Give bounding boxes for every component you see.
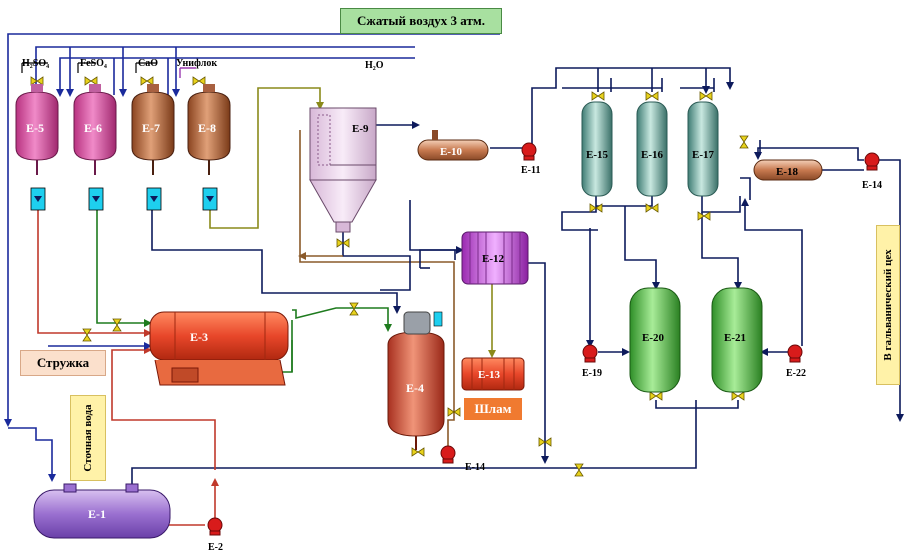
label-e18: E-18 — [776, 166, 799, 178]
label-unifloc: Унифлок — [176, 58, 217, 69]
label-feso4: FeSO₄ — [80, 58, 107, 69]
label-e16: E-16 — [641, 149, 664, 161]
tank-e6 — [73, 84, 117, 211]
column-e21 — [711, 287, 763, 393]
vessel-e10 — [417, 130, 489, 161]
tank-e5 — [15, 84, 59, 211]
chips-label: Стружка — [20, 350, 106, 376]
galvanic-outlet-line — [870, 159, 904, 422]
pump-e22 — [787, 344, 803, 363]
label-e10: E-10 — [440, 146, 463, 158]
reactor-e3 — [149, 311, 289, 386]
label-e4: E-4 — [406, 381, 424, 395]
wastewater-line — [8, 427, 56, 482]
label-e5: E-5 — [26, 121, 44, 135]
vessel-e18 — [753, 159, 823, 181]
label-e15: E-15 — [586, 149, 609, 161]
acid-line — [37, 210, 152, 337]
column-e17 — [687, 101, 719, 197]
e2-to-e3-line — [111, 346, 216, 470]
pumps — [207, 142, 880, 536]
equipment-labels: E-5 E-6 E-7 E-8 E-3 E-4 E-9 E-10 E-11 E-… — [26, 121, 882, 553]
label-e12: E-12 — [482, 253, 505, 265]
galvanic-box: В гальванический цех — [876, 225, 900, 385]
pump-e2 — [207, 517, 223, 536]
to-e21-line — [701, 212, 742, 290]
e12-feed — [419, 246, 464, 268]
pipelines — [4, 33, 904, 526]
label-cao: CaO — [138, 58, 158, 69]
pump-e11 — [521, 142, 537, 161]
floc-line — [209, 87, 324, 229]
valves — [30, 76, 749, 477]
label-e3: E-3 — [190, 330, 208, 344]
label-e11: E-11 — [521, 165, 540, 176]
galvanic-label: В гальванический цех — [882, 249, 894, 361]
sludge-label: Шлам — [464, 398, 522, 420]
pump-e14-bottom — [440, 445, 456, 464]
label-e13: E-13 — [478, 369, 501, 381]
label-e8: E-8 — [198, 121, 216, 135]
column-e16 — [636, 101, 668, 197]
filter-e12 — [461, 231, 529, 285]
water-line — [56, 57, 415, 97]
e4-to-e9-line — [299, 130, 455, 448]
cao-line — [151, 210, 401, 314]
pump-e19 — [582, 344, 598, 363]
label-e2: E-2 — [208, 542, 223, 553]
reactor-transfer-line — [291, 307, 388, 372]
pump-e14-right — [864, 152, 880, 171]
label-e17: E-17 — [692, 149, 715, 161]
reagent-labels: H₂SO₄ FeSO₄ CaO Унифлок H₂O — [22, 58, 384, 71]
air-line-top — [4, 33, 500, 427]
feso4-line — [96, 210, 152, 327]
compressed-air-label: Сжатый воздух 3 атм. — [340, 8, 502, 34]
tank-e7 — [131, 84, 175, 211]
wastewater-box: Сточная вода — [70, 395, 106, 481]
label-water: H₂O — [365, 60, 384, 71]
cyclone-e9 — [309, 107, 377, 233]
air-line-lower — [35, 46, 415, 95]
tank-e8 — [187, 84, 231, 211]
label-e14-bottom: E-14 — [465, 462, 485, 473]
return-line — [128, 400, 697, 492]
label-e19: E-19 — [582, 368, 602, 379]
reactor-e4 — [387, 311, 445, 450]
tank-e1 — [33, 483, 171, 539]
e11-line — [531, 67, 734, 150]
label-e6: E-6 — [84, 121, 102, 135]
column-e15 — [581, 101, 613, 197]
label-e21: E-21 — [724, 332, 746, 344]
label-e20: E-20 — [642, 332, 665, 344]
label-e14-right: E-14 — [862, 180, 882, 191]
label-e1: E-1 — [88, 507, 106, 521]
label-e9: E-9 — [352, 123, 369, 135]
to-e20-line — [624, 206, 660, 290]
label-e22: E-22 — [786, 368, 806, 379]
column-e20 — [629, 287, 681, 393]
sludge-tank-e13 — [461, 357, 525, 391]
label-h2so4: H₂SO₄ — [22, 58, 49, 69]
wastewater-label: Сточная вода — [82, 404, 94, 472]
label-e7: E-7 — [142, 121, 160, 135]
